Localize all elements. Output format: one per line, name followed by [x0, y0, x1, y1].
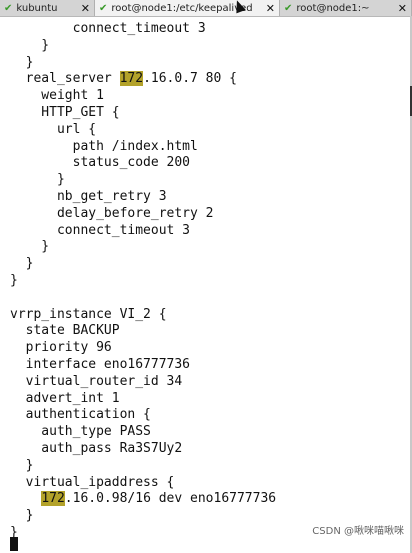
check-icon: ✔ [99, 2, 108, 14]
search-highlight: 172 [119, 71, 144, 87]
terminal-line: auth_type PASS [10, 424, 151, 440]
terminal-line: } [10, 37, 50, 53]
terminal-line: } [10, 256, 34, 272]
terminal-line: connect_timeout 3 [10, 21, 206, 36]
tab-label: kubuntu [16, 2, 58, 14]
terminal-line: virtual_router_id 34 [10, 373, 183, 389]
close-icon[interactable]: ✕ [80, 1, 90, 15]
terminal-line: } [10, 273, 18, 288]
close-icon[interactable]: ✕ [397, 1, 407, 15]
terminal-line: path /index.html [10, 138, 198, 154]
tab-label: root@node1:~ [296, 2, 370, 14]
terminal-line: weight 1 [10, 88, 104, 104]
tab-root-node1-keepalived[interactable]: ✔ root@node1:/etc/keepalived ✕ [95, 0, 280, 16]
terminal-line: } [10, 172, 65, 188]
terminal-line: interface eno16777736 [10, 357, 191, 372]
check-icon: ✔ [4, 2, 13, 14]
terminal-line: priority 96 [10, 340, 112, 356]
terminal-line: delay_before_retry 2 [10, 205, 214, 221]
terminal-line: connect_timeout 3 [10, 222, 191, 238]
terminal-line: 172.16.0.98/16 dev eno16777736 [41, 491, 277, 507]
tab-label: root@node1:/etc/keepalived [111, 2, 253, 14]
watermark: CSDN @啾咪喵啾咪 [312, 526, 404, 537]
terminal-tab-bar: ✔ kubuntu ✕ ✔ root@node1:/etc/keepalived… [0, 0, 412, 17]
terminal-line: } [10, 508, 34, 524]
terminal-line: } [10, 525, 18, 540]
tab-kubuntu[interactable]: ✔ kubuntu ✕ [0, 0, 95, 16]
terminal-output[interactable]: connect_timeout 3 } } real_server 172.16… [0, 16, 406, 553]
terminal-line: virtual_ipaddress { [10, 474, 175, 490]
terminal-line: real_server 172.16.0.7 80 { [10, 71, 237, 87]
terminal-line: authentication { [10, 407, 151, 423]
terminal-line: url { [10, 121, 97, 137]
text-cursor [10, 537, 18, 551]
terminal-line: } [10, 457, 34, 473]
terminal-line: } [10, 54, 34, 70]
terminal-line: } [10, 239, 50, 255]
scrollbar[interactable] [410, 16, 412, 553]
terminal-line: auth_pass Ra3S7Uy2 [10, 441, 183, 456]
terminal-line: HTTP_GET { [10, 105, 120, 120]
terminal-line: vrrp_instance VI_2 { [10, 306, 167, 322]
terminal-line: advert_int 1 [10, 390, 120, 406]
close-icon[interactable]: ✕ [265, 1, 275, 15]
terminal-line: nb_get_retry 3 [10, 189, 167, 204]
terminal-line: status_code 200 [10, 155, 191, 171]
check-icon: ✔ [284, 2, 293, 14]
search-highlight: 172 [41, 491, 65, 507]
tab-root-node1-home[interactable]: ✔ root@node1:~ ✕ [280, 0, 412, 16]
scrollbar-thumb[interactable] [410, 86, 412, 116]
terminal-line: state BACKUP [10, 323, 120, 339]
